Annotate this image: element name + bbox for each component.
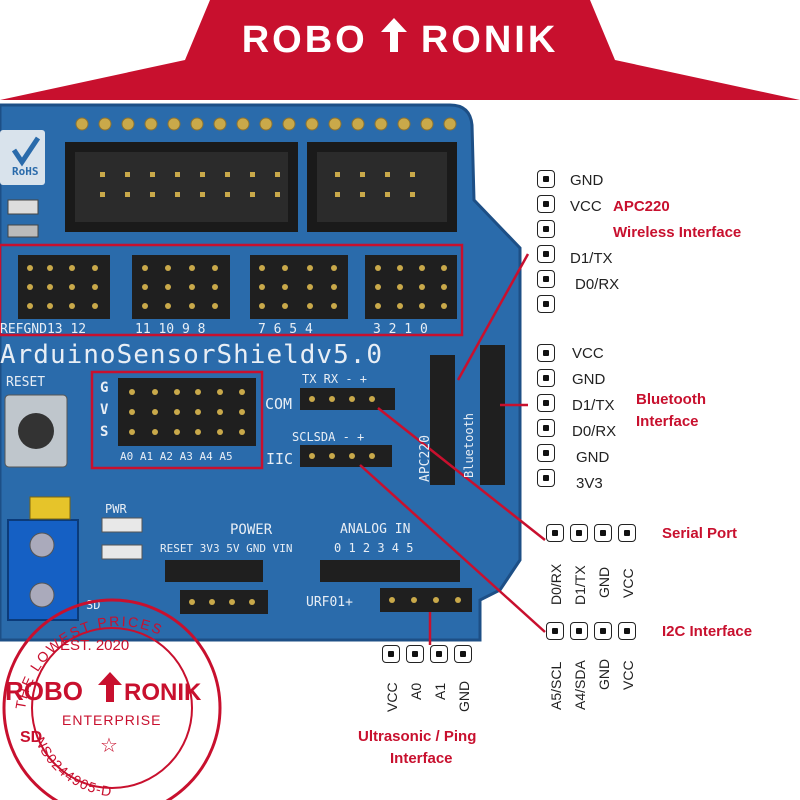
apc220-pin (537, 295, 555, 313)
apc220-title: APC220 (613, 198, 670, 215)
rohs-label: RoHS (12, 165, 39, 178)
bluetooth-pin (537, 369, 555, 387)
brand-left: ROBO (241, 19, 368, 61)
i2c-pin-label-sda: A4/SDA (572, 660, 588, 710)
i2c-pin (594, 622, 612, 640)
bluetooth-pin-label-vcc: VCC (572, 345, 604, 362)
stamp-brand-right: RONIK (124, 679, 202, 706)
bluetooth-subtitle: Interface (636, 413, 699, 430)
apc220-board-label: APC220 (418, 435, 433, 482)
brand-right: RONIK (420, 19, 559, 61)
sclsda-label: SCLSDA - + (292, 430, 365, 444)
serial-pin-label-vcc: VCC (620, 568, 636, 598)
stamp-enterprise: ENTERPRISE (62, 712, 161, 728)
bluetooth-pin-label-rx: D0/RX (572, 423, 617, 440)
up-arrow-icon (381, 18, 408, 62)
bluetooth-pin (537, 444, 555, 462)
analog-pins-label: A0 A1 A2 A3 A4 A5 (120, 450, 233, 463)
pwr-label: PWR (105, 502, 127, 516)
bluetooth-title: Bluetooth (636, 391, 706, 408)
stamp-up-arrow-icon (98, 672, 122, 702)
star-icon: ☆ (100, 733, 118, 757)
serial-pin (546, 524, 564, 542)
ultrasonic-pin-label-gnd: GND (456, 680, 472, 712)
g-label: G (100, 380, 109, 396)
i2c-pin (570, 622, 588, 640)
board-model-label: ArduinoSensorShieldv5.0 (0, 340, 384, 370)
apc220-subtitle: Wireless Interface (613, 224, 742, 241)
enterprise-stamp: THE LOWEST PRICES EST. 2020 ROBO RONIK E… (2, 598, 222, 800)
stamp-brand-left: ROBO (5, 676, 83, 706)
ultrasonic-pin-label-a0: A0 (408, 682, 424, 700)
serial-pin (570, 524, 588, 542)
ultrasonic-pin-strip (382, 645, 472, 663)
power-label: POWER (230, 522, 273, 538)
com-label: COM (265, 395, 293, 413)
analog-numbers-label: 0 1 2 3 4 5 (334, 541, 414, 555)
digital-7-4-label: 7 6 5 4 (258, 322, 313, 337)
header-pins-label: REFGND13 12 (0, 322, 87, 337)
ultrasonic-pin (382, 645, 400, 663)
apc220-pin-label-tx: D1/TX (570, 250, 613, 267)
ultrasonic-subtitle: Interface (390, 750, 453, 767)
i2c-pin-strip (546, 622, 636, 640)
i2c-pin-label-scl: A5/SCL (548, 661, 564, 710)
stamp-est: EST. 2020 (60, 637, 129, 654)
i2c-title: I2C Interface (662, 623, 753, 640)
bluetooth-board-label: Bluetooth (462, 412, 476, 478)
serial-title: Serial Port (662, 525, 738, 542)
apc220-pin (537, 270, 555, 288)
stamp-sd: SD (20, 729, 42, 746)
bluetooth-pin-label-3v3: 3V3 (576, 475, 603, 492)
ultrasonic-pin (454, 645, 472, 663)
v-label: V (100, 402, 109, 418)
bluetooth-pin (537, 469, 555, 487)
ultrasonic-pin-label-a1: A1 (432, 682, 448, 700)
serial-pin-label-rx: D0/RX (548, 563, 564, 605)
analog-in-label: ANALOG IN (340, 522, 411, 537)
i2c-pin (618, 622, 636, 640)
brand-logo: ROBO RONIK (0, 18, 800, 62)
bluetooth-pin-label-gnd: GND (572, 371, 606, 388)
i2c-pin-label-gnd: GND (596, 658, 612, 690)
ultrasonic-pin (430, 645, 448, 663)
bluetooth-pin-label-tx: D1/TX (572, 397, 615, 414)
bluetooth-pin (537, 419, 555, 437)
ultrasonic-pin-label-vcc: VCC (384, 682, 400, 712)
txrx-label: TX RX - + (302, 372, 368, 386)
serial-pin-label-tx: D1/TX (572, 565, 588, 605)
iic-label: IIC (266, 450, 294, 468)
bluetooth-pin (537, 344, 555, 362)
i2c-pin-label-vcc: VCC (620, 660, 636, 690)
apc220-pin-label-rx: D0/RX (575, 276, 620, 293)
digital-11-8-label: 11 10 9 8 (135, 322, 206, 337)
s-label: S (100, 424, 109, 440)
apc220-pin-label-gnd: GND (570, 172, 604, 189)
serial-pin (594, 524, 612, 542)
apc220-pin (537, 195, 555, 213)
apc220-pin-strip (537, 170, 555, 313)
apc220-pin (537, 245, 555, 263)
bluetooth-pin-strip (537, 344, 555, 487)
serial-pin (618, 524, 636, 542)
apc220-pin-label-vcc: VCC (570, 198, 602, 215)
serial-pin-strip (546, 524, 636, 542)
serial-pin-label-gnd: GND (596, 566, 612, 598)
bluetooth-pin-label-gnd2: GND (576, 449, 610, 466)
bluetooth-pin (537, 394, 555, 412)
reset-label: RESET (6, 375, 46, 390)
power-pins-label: RESET 3V3 5V GND VIN (160, 542, 293, 555)
urf01-label: URF01+ (306, 595, 353, 610)
apc220-pin (537, 220, 555, 238)
digital-3-0-label: 3 2 1 0 (373, 322, 428, 337)
i2c-pin (546, 622, 564, 640)
apc220-pin (537, 170, 555, 188)
ultrasonic-title: Ultrasonic / Ping (358, 728, 477, 745)
ultrasonic-pin (406, 645, 424, 663)
